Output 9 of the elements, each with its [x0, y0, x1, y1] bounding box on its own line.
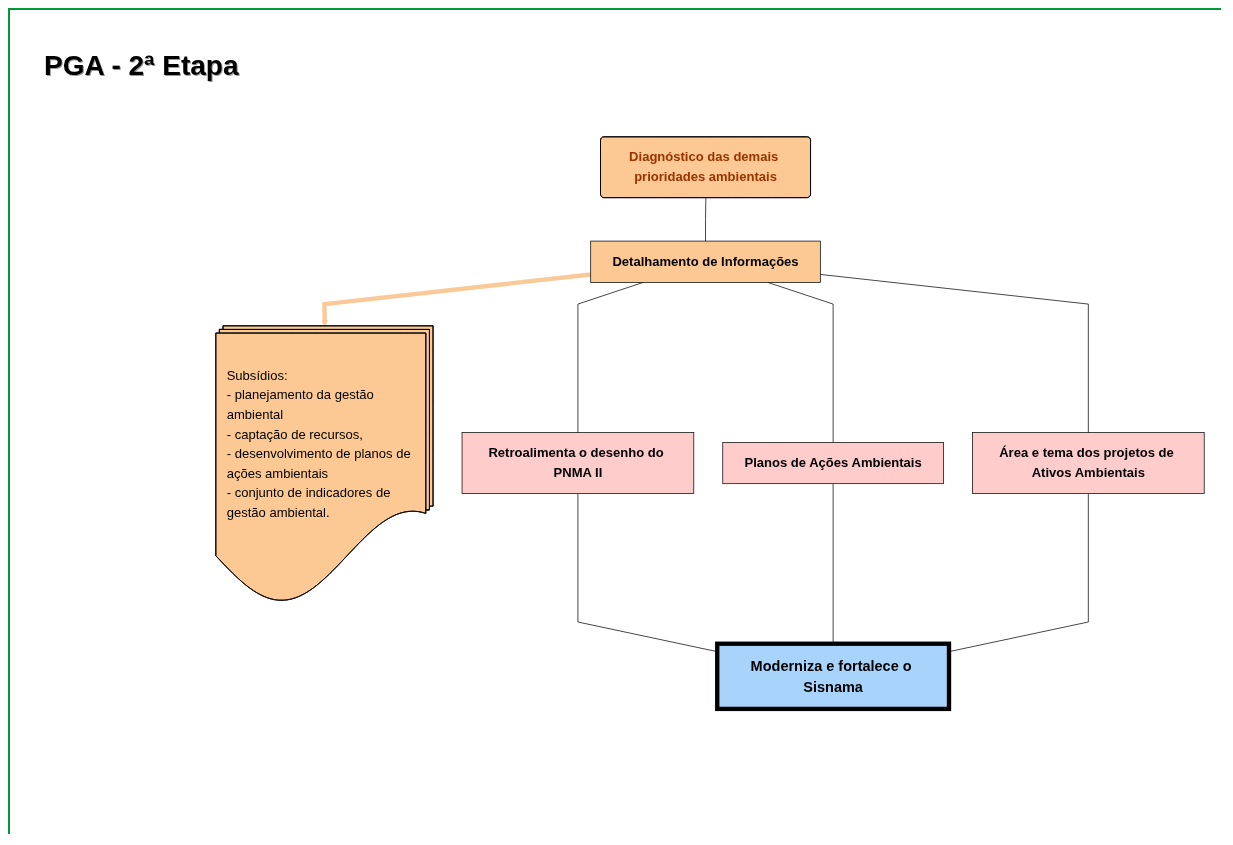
- diagram-title: PGA - 2ª Etapa: [44, 50, 239, 82]
- arrow: [321, 271, 591, 327]
- connector: [705, 197, 707, 242]
- node-box: Retroalimenta o desenho do PNMA II: [461, 431, 695, 494]
- connector: [819, 273, 1089, 433]
- node-box: Área e tema dos projetos de Ativos Ambientais: [972, 431, 1205, 494]
- node-box: Planos de Ações Ambientais: [722, 441, 944, 484]
- node-box: Detalhamento de Informações: [590, 240, 821, 283]
- node-box: Moderniza e fortalece o Sisnama: [715, 641, 952, 711]
